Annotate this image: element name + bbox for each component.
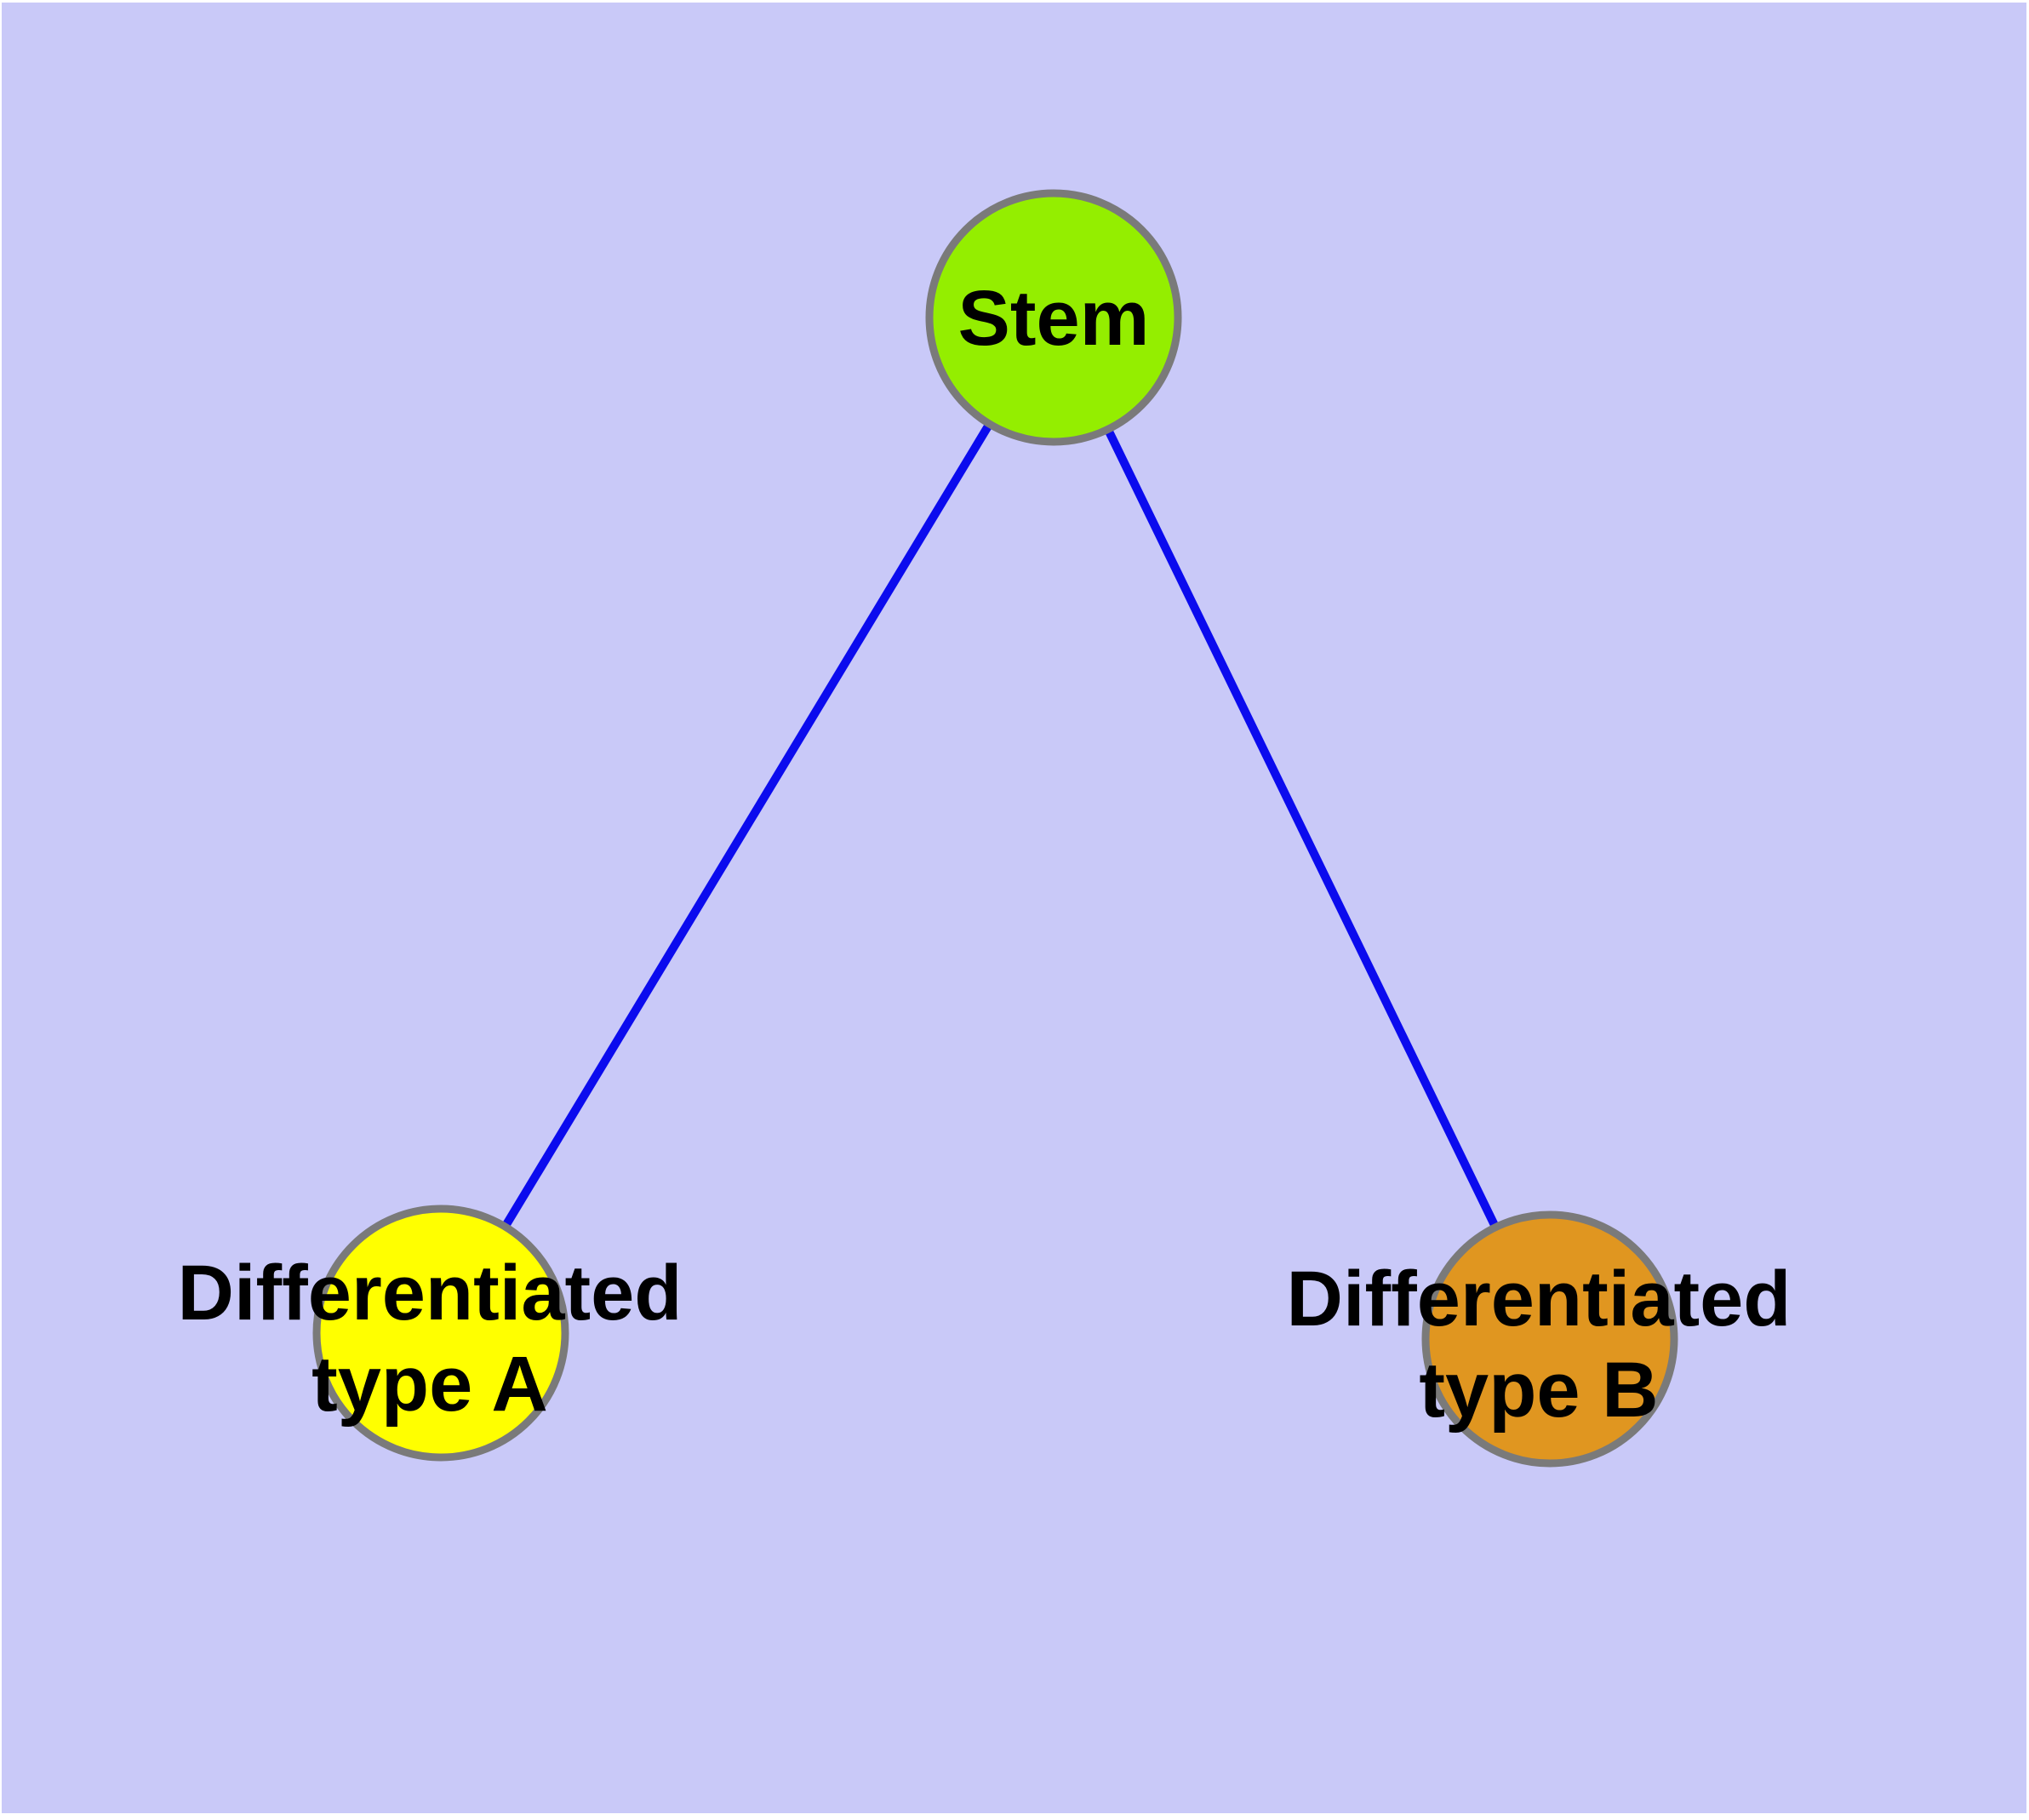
node-type-a-label-line-2: type A <box>311 1341 548 1428</box>
node-type-b-label-line-2: type B <box>1419 1347 1658 1434</box>
node-stem <box>925 189 1182 446</box>
node-stem-label: Stem <box>958 275 1150 362</box>
node-type-a-label-line-1: Differentiated <box>178 1250 683 1336</box>
edge-stem-to-type-b <box>1049 315 1554 1342</box>
edge-stem-to-type-a <box>437 315 1058 1336</box>
node-type-b-label-line-1: Differentiated <box>1287 1256 1792 1342</box>
node-differentiated-type-a <box>312 1205 569 1462</box>
node-differentiated-type-b <box>1421 1210 1678 1468</box>
